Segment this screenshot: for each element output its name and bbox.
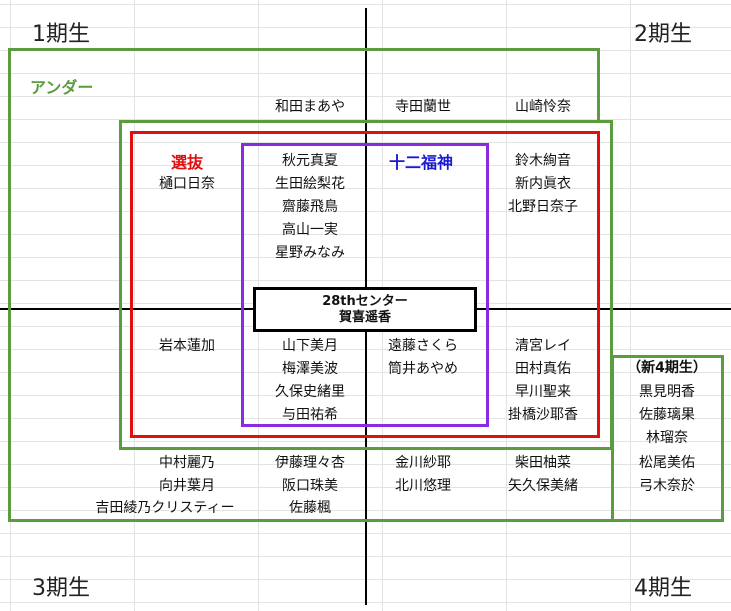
generation-label-4: 4期生 [634, 576, 692, 601]
member-name: 阪口珠美 [282, 478, 338, 494]
under-box-top-right-join [597, 48, 600, 122]
new4-box [611, 355, 724, 522]
member-name: 筒井あやめ [388, 361, 458, 377]
member-name: 吉田綾乃クリスティー [95, 500, 235, 516]
generation-label-3: 3期生 [32, 576, 90, 601]
member-name: 松尾美佑 [639, 455, 695, 471]
center-title: 28thセンター [322, 293, 408, 309]
fukujin-label: 十二福神 [389, 153, 454, 172]
generation-label-2: 2期生 [634, 22, 692, 47]
member-name: 北野日奈子 [508, 199, 578, 215]
member-name: 掛橋沙耶香 [508, 407, 578, 423]
member-name: 佐藤楓 [289, 500, 331, 516]
member-name: 高山一実 [282, 222, 338, 238]
horizontal-axis-left [0, 308, 253, 310]
member-name: 久保史緒里 [275, 384, 345, 400]
under-label: アンダー [30, 78, 94, 97]
member-name: 林瑠奈 [646, 430, 688, 446]
member-name: 寺田蘭世 [395, 99, 451, 115]
generation-label-1: 1期生 [32, 22, 90, 47]
member-name: 樋口日奈 [159, 176, 215, 192]
member-name: 矢久保美緒 [508, 478, 578, 494]
member-name: 柴田柚菜 [515, 455, 571, 471]
member-name: 佐藤璃果 [639, 407, 695, 423]
center-name: 賀喜遥香 [338, 309, 391, 325]
member-name: 早川聖来 [515, 384, 571, 400]
center-box: 28thセンター 賀喜遥香 [253, 287, 477, 332]
under-box-bottom-line [8, 519, 724, 522]
new4-label: （新4期生） [627, 360, 707, 376]
member-name: 金川紗耶 [395, 455, 451, 471]
horizontal-axis-right [477, 308, 731, 310]
member-name: 北川悠理 [395, 478, 451, 494]
member-name: 黒見明香 [639, 384, 695, 400]
under-box-left-side [8, 48, 11, 522]
member-name: 田村真佑 [515, 361, 571, 377]
member-name: 新内眞衣 [515, 176, 571, 192]
senbatsu-label: 選抜 [171, 153, 204, 172]
member-name: 遠藤さくら [388, 338, 458, 354]
under-box-inner [119, 120, 613, 450]
member-name: 岩本蓮加 [159, 338, 215, 354]
under-box-bottom [8, 448, 11, 522]
member-name: 弓木奈於 [639, 478, 695, 494]
member-name: 和田まあや [275, 99, 345, 115]
member-name: 山崎怜奈 [515, 99, 571, 115]
member-name: 伊藤理々杏 [275, 455, 345, 471]
member-name: 鈴木絢音 [515, 153, 571, 169]
member-name: 向井葉月 [159, 478, 215, 494]
member-name: 与田祐希 [282, 407, 338, 423]
member-name: 星野みなみ [275, 245, 345, 261]
member-name: 梅澤美波 [282, 361, 338, 377]
member-name: 山下美月 [282, 338, 338, 354]
member-name: 齋藤飛鳥 [282, 199, 338, 215]
member-name: 秋元真夏 [282, 153, 338, 169]
fukujin-box [241, 143, 489, 427]
member-name: 中村麗乃 [159, 455, 215, 471]
senbatsu-box [130, 131, 600, 438]
member-name: 清宮レイ [515, 338, 571, 354]
member-name: 生田絵梨花 [275, 176, 345, 192]
